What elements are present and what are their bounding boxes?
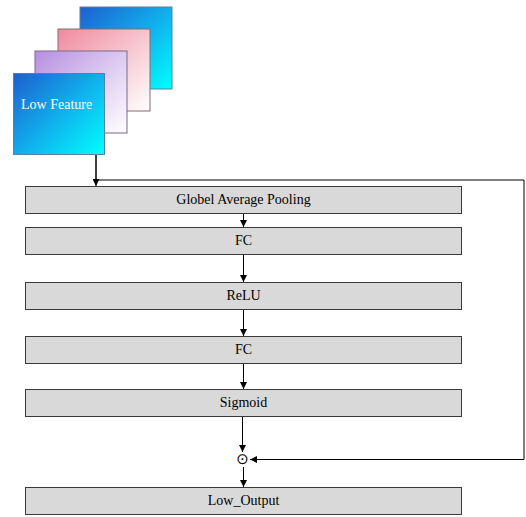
- process-box: FC: [25, 227, 462, 255]
- connector-arrow: [243, 214, 244, 227]
- connector-arrow: [243, 364, 244, 389]
- process-box: Low_Output: [25, 487, 462, 515]
- node-label: Low_Output: [208, 493, 280, 509]
- multiply-operator: ⊙: [235, 452, 250, 467]
- feature-map: Low Feature: [13, 73, 105, 155]
- node-label: Low Feature: [21, 97, 92, 112]
- node-label: FC: [235, 233, 252, 249]
- process-box: Globel Average Pooling: [25, 186, 462, 214]
- connector-arrow: [242, 417, 243, 452]
- process-box: Sigmoid: [25, 389, 462, 417]
- process-box: ReLU: [25, 282, 462, 310]
- node-label: Sigmoid: [220, 395, 267, 411]
- connector-arrow: [243, 310, 244, 336]
- operator-symbol: ⊙: [236, 452, 249, 467]
- process-box: FC: [25, 336, 462, 364]
- connector-arrow: [243, 467, 244, 487]
- node-label: Globel Average Pooling: [176, 192, 310, 208]
- connector-arrow: [243, 255, 244, 282]
- node-label: FC: [235, 342, 252, 358]
- node-label: ReLU: [226, 288, 260, 304]
